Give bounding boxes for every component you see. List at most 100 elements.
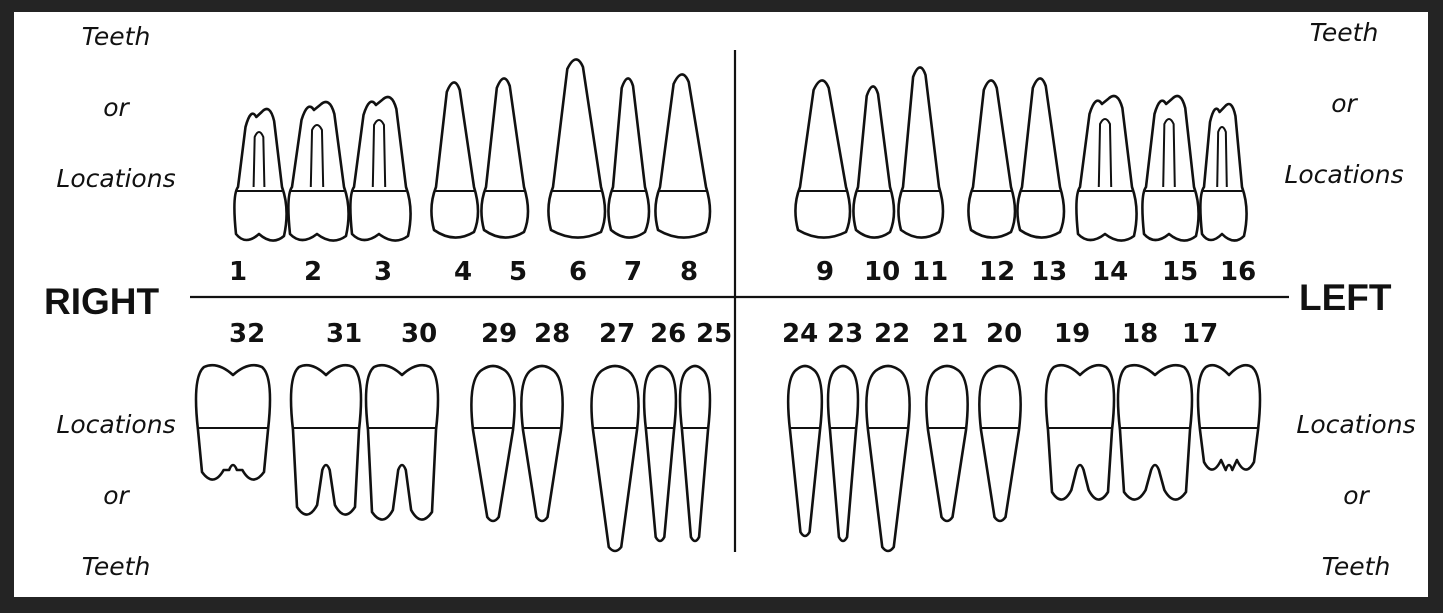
- lower-tooth-number: 29: [481, 319, 517, 349]
- upper-tooth-16: [1200, 104, 1246, 241]
- lower-tooth-29: [471, 366, 514, 521]
- tooth-outline: [291, 365, 361, 514]
- upper-tooth-number: 13: [1031, 257, 1067, 287]
- lower-numbers-group: 32 31 30 29 28 27 26 25 24 23 22 21 20 19 18 17: [229, 319, 1218, 349]
- tooth-outline: [196, 365, 270, 479]
- tooth-outline: [795, 80, 850, 237]
- upper-tooth-number: 12: [979, 257, 1015, 287]
- upper-tooth-12: [968, 80, 1015, 237]
- upper-tooth-number: 14: [1092, 257, 1128, 287]
- upper-tooth-number: 15: [1162, 257, 1198, 287]
- lower-tooth-27: [591, 366, 638, 551]
- upper-tooth-4: [431, 82, 478, 237]
- lower-tooth-32: [196, 365, 270, 479]
- tooth-outline: [828, 366, 858, 541]
- tooth-outline: [608, 78, 649, 237]
- tooth-outline: [898, 67, 943, 237]
- tooth-outline: [655, 74, 710, 237]
- tooth-outline: [1076, 96, 1136, 241]
- lower-tooth-number: 17: [1182, 319, 1218, 349]
- lower-teeth-group: [196, 365, 1260, 551]
- lower-tooth-number: 20: [986, 319, 1022, 349]
- upper-tooth-number: 11: [912, 257, 948, 287]
- lower-tooth-number: 31: [326, 319, 362, 349]
- upper-tooth-8: [655, 74, 710, 237]
- lower-tooth-18: [1118, 365, 1192, 499]
- lower-tooth-number: 23: [827, 319, 863, 349]
- upper-tooth-1: [234, 109, 286, 241]
- lower-tooth-number: 18: [1122, 319, 1158, 349]
- upper-tooth-5: [481, 78, 528, 237]
- tooth-outline: [1200, 104, 1246, 241]
- upper-tooth-13: [1017, 78, 1064, 237]
- upper-tooth-2: [288, 102, 348, 241]
- lower-tooth-23: [828, 366, 858, 541]
- lower-tooth-number: 30: [401, 319, 437, 349]
- tooth-outline: [548, 59, 605, 237]
- upper-tooth-9: [795, 80, 850, 237]
- tooth-outline: [968, 80, 1015, 237]
- tooth-outline: [788, 366, 822, 536]
- lower-tooth-number: 26: [650, 319, 686, 349]
- upper-tooth-15: [1142, 96, 1198, 241]
- lower-tooth-number: 25: [696, 319, 732, 349]
- upper-tooth-number: 7: [624, 257, 642, 287]
- upper-tooth-number: 10: [864, 257, 900, 287]
- upper-tooth-number: 16: [1220, 257, 1256, 287]
- upper-tooth-number: 9: [816, 257, 834, 287]
- left-side-label: LEFT: [1299, 277, 1392, 318]
- lower-tooth-25: [680, 366, 710, 541]
- lower-tooth-26: [644, 366, 676, 541]
- tooth-outline: [1118, 365, 1192, 499]
- upper-tooth-number: 1: [229, 257, 247, 287]
- lower-tooth-24: [788, 366, 822, 536]
- tooth-outline: [234, 109, 286, 241]
- tooth-outline: [591, 366, 638, 551]
- tooth-outline: [1046, 365, 1114, 499]
- upper-tooth-3: [350, 97, 410, 241]
- upper-tooth-6: [548, 59, 605, 237]
- tooth-outline: [644, 366, 676, 541]
- tooth-outline: [1017, 78, 1064, 237]
- lower-tooth-number: 28: [534, 319, 570, 349]
- lower-tooth-number: 22: [874, 319, 910, 349]
- upper-tooth-10: [853, 86, 894, 237]
- upper-tooth-number: 2: [304, 257, 322, 287]
- lower-tooth-22: [866, 366, 909, 551]
- tooth-outline: [366, 365, 438, 519]
- upper-teeth-group: [234, 59, 1246, 240]
- tooth-outline: [979, 366, 1020, 521]
- upper-tooth-number: 8: [680, 257, 698, 287]
- lower-tooth-30: [366, 365, 438, 519]
- upper-tooth-14: [1076, 96, 1136, 241]
- tooth-outline: [853, 86, 894, 237]
- upper-tooth-number: 3: [374, 257, 392, 287]
- tooth-outline: [471, 366, 514, 521]
- upper-tooth-7: [608, 78, 649, 237]
- tooth-outline: [431, 82, 478, 237]
- tooth-outline: [680, 366, 710, 541]
- lower-tooth-number: 21: [932, 319, 968, 349]
- tooth-outline: [521, 366, 562, 521]
- upper-tooth-number: 5: [509, 257, 527, 287]
- tooth-outline: [926, 366, 967, 521]
- right-side-label: RIGHT: [44, 281, 160, 322]
- lower-tooth-number: 27: [599, 319, 635, 349]
- lower-tooth-31: [291, 365, 361, 514]
- lower-tooth-17: [1198, 365, 1260, 470]
- tooth-outline: [1142, 96, 1198, 241]
- lower-tooth-number: 19: [1054, 319, 1090, 349]
- dental-chart-panel: Teeth or Locations Teeth or Locations Lo…: [14, 12, 1428, 597]
- tooth-outline: [1198, 365, 1260, 470]
- lower-tooth-28: [521, 366, 562, 521]
- tooth-outline: [481, 78, 528, 237]
- lower-tooth-number: 32: [229, 319, 265, 349]
- upper-tooth-number: 4: [454, 257, 472, 287]
- lower-tooth-number: 24: [782, 319, 818, 349]
- tooth-outline: [866, 366, 909, 551]
- tooth-outline: [288, 102, 348, 241]
- lower-tooth-21: [926, 366, 967, 521]
- lower-tooth-19: [1046, 365, 1114, 499]
- tooth-outline: [350, 97, 410, 241]
